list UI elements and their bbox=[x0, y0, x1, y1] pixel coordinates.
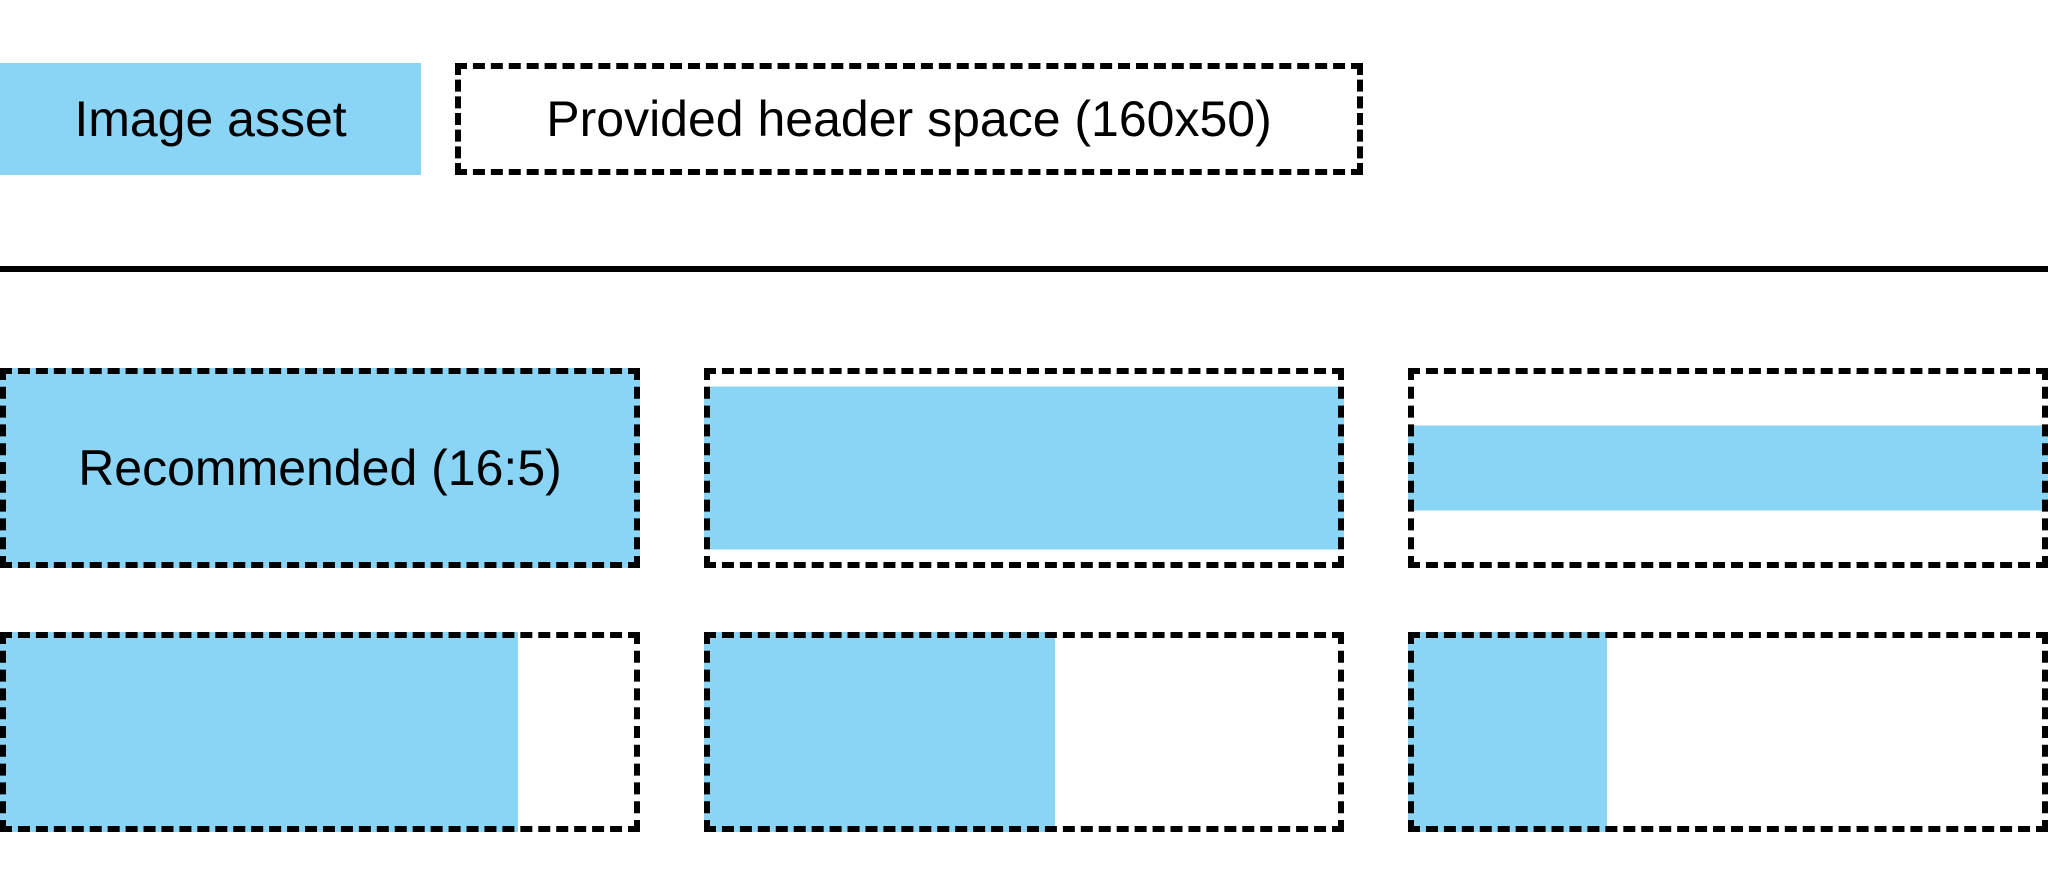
asset-fill bbox=[704, 632, 1055, 832]
example-box-full-width-strip bbox=[1408, 368, 2048, 568]
example-box-full-height-medium bbox=[704, 632, 1344, 832]
header-space-box: Provided header space (160x50) bbox=[455, 63, 1363, 175]
example-box-recommended: Recommended (16:5) bbox=[0, 368, 640, 568]
image-asset-swatch: Image asset bbox=[0, 63, 421, 175]
asset-fill bbox=[0, 632, 518, 832]
example-box-full-height-narrow bbox=[1408, 632, 2048, 832]
asset-fill: Recommended (16:5) bbox=[0, 368, 640, 568]
asset-fill bbox=[1408, 632, 1608, 832]
asset-fill bbox=[704, 386, 1344, 550]
image-asset-label: Image asset bbox=[74, 91, 347, 147]
divider-line bbox=[0, 266, 2048, 272]
asset-fill bbox=[1408, 425, 2048, 511]
header-space-label: Provided header space (160x50) bbox=[546, 91, 1272, 147]
recommended-label: Recommended (16:5) bbox=[78, 440, 562, 496]
example-box-full-width-shorter bbox=[704, 368, 1344, 568]
example-box-full-height-wide bbox=[0, 632, 640, 832]
